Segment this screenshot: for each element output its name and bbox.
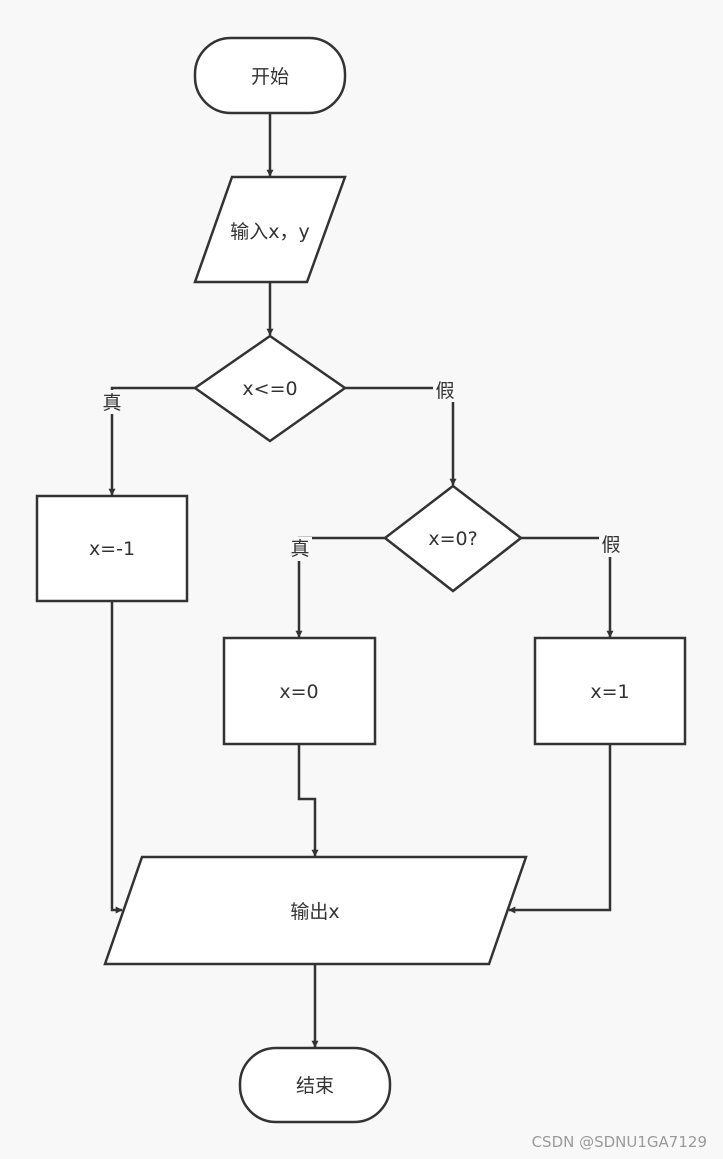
decision2-diamond-shape [382,484,524,593]
edge-decision1-true [108,386,195,496]
edge-zero-to-output [297,744,319,857]
decision2-label: x=0? [428,528,477,550]
edge-label-bg [433,378,457,402]
edge-decision2-false [521,536,614,638]
node-start[interactable]: 开始 [193,36,347,115]
node-output[interactable]: 输出x [103,855,528,966]
decision1-diamond-shape [192,334,348,443]
csdn-watermark: CSDN @SDNU1GA7129 [532,1133,707,1151]
decision1-label: x<=0 [242,378,297,400]
edge-label-d2-true: 真 [290,538,309,560]
assign-one-label: x=1 [590,681,629,703]
node-end[interactable]: 结束 [238,1046,392,1124]
start-terminal-shape [193,36,347,115]
edge-label-d1-true: 真 [102,392,121,414]
end-label: 结束 [296,1075,334,1097]
input-label: 输入x，y [230,221,310,243]
node-decision2[interactable]: x=0? [382,484,524,593]
edge-label-d2-false: 假 [601,534,620,556]
start-label: 开始 [251,66,289,88]
end-terminal-shape [238,1046,392,1124]
node-assign-zero[interactable]: x=0 [222,636,377,746]
node-input[interactable]: 输入x，y [193,175,347,284]
assign-neg-label: x=-1 [89,538,135,560]
assign-one-process-shape [533,636,687,746]
edge-one-to-output [508,744,612,914]
node-assign-neg[interactable]: x=-1 [35,494,189,603]
assign-neg-process-shape [35,494,189,603]
edge-label-d1-false: 假 [435,380,454,402]
output-parallelogram-shape [103,855,528,966]
output-label: 输出x [290,901,339,923]
edge-neg-to-output [110,601,123,914]
edge-label-bg [288,537,312,561]
input-parallelogram-shape [193,175,347,284]
edge-labels: 真 假 真 假 [100,378,623,561]
edge-label-bg [100,390,124,414]
node-decision1[interactable]: x<=0 [192,334,348,443]
edge-decision1-false [345,386,457,486]
assign-zero-label: x=0 [279,681,318,703]
node-assign-one[interactable]: x=1 [533,636,687,746]
edge-label-bg [599,533,623,557]
assign-zero-process-shape [222,636,377,746]
